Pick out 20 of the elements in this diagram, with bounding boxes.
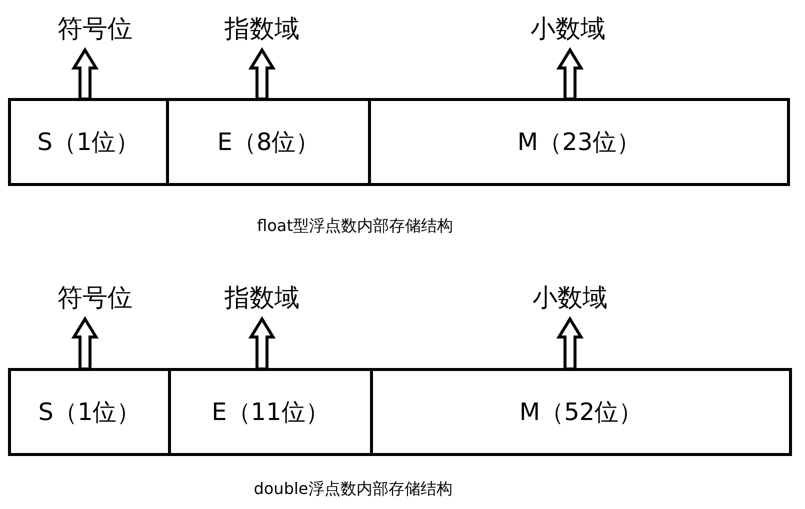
block-arrow: [556, 47, 584, 100]
field-label: 符号位: [50, 279, 140, 315]
field-label: 小数域: [523, 10, 613, 46]
block-arrow: [248, 47, 276, 100]
block-arrow: [71, 316, 99, 370]
bit-field-cell: S（1位）: [8, 98, 169, 186]
diagram-caption: float型浮点数内部存储结构: [257, 216, 453, 237]
field-label: 小数域: [525, 279, 615, 315]
bit-field-cell: M（52位）: [370, 368, 792, 456]
block-arrow: [248, 316, 276, 370]
diagram-caption: double浮点数内部存储结构: [254, 479, 452, 500]
bit-field-cell: E（11位）: [168, 368, 373, 456]
bit-field-cell: E（8位）: [166, 98, 371, 186]
bit-field-cell: M（23位）: [368, 98, 790, 186]
bit-field-cell: S（1位）: [8, 368, 171, 456]
field-label: 指数域: [217, 279, 307, 315]
field-label: 指数域: [217, 10, 307, 46]
field-label: 符号位: [50, 10, 140, 46]
block-arrow: [556, 316, 584, 370]
block-arrow: [71, 47, 99, 100]
